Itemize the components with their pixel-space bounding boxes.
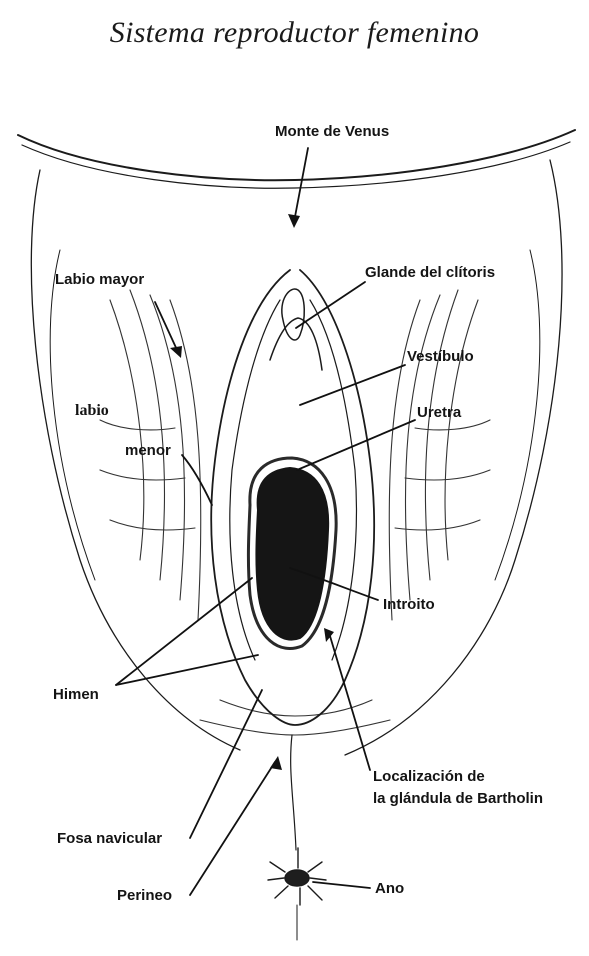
label-himen: Himen <box>53 686 99 704</box>
label-fosa-navicular: Fosa navicular <box>57 830 162 848</box>
label-uretra: Uretra <box>417 404 461 422</box>
label-perineo: Perineo <box>117 887 172 905</box>
label-monte-de-venus: Monte de Venus <box>275 123 389 141</box>
label-vestibulo: Vestíbulo <box>407 348 474 366</box>
introitus-opening <box>256 468 328 640</box>
perineal-raphe <box>291 735 296 850</box>
label-menor: menor <box>125 442 171 460</box>
anus-shape <box>268 848 326 940</box>
label-localizacion-line2: la glándula de Bartholin <box>373 790 543 808</box>
label-localizacion-line1: Localización de <box>373 768 485 786</box>
label-glande-del-clitoris: Glande del clítoris <box>365 264 495 282</box>
label-introito: Introito <box>383 596 435 614</box>
clitoral-hood <box>270 289 322 370</box>
body-contour <box>18 130 575 755</box>
label-ano: Ano <box>375 880 404 898</box>
label-labio: labio <box>75 401 109 420</box>
label-labio-mayor: Labio mayor <box>55 271 144 289</box>
